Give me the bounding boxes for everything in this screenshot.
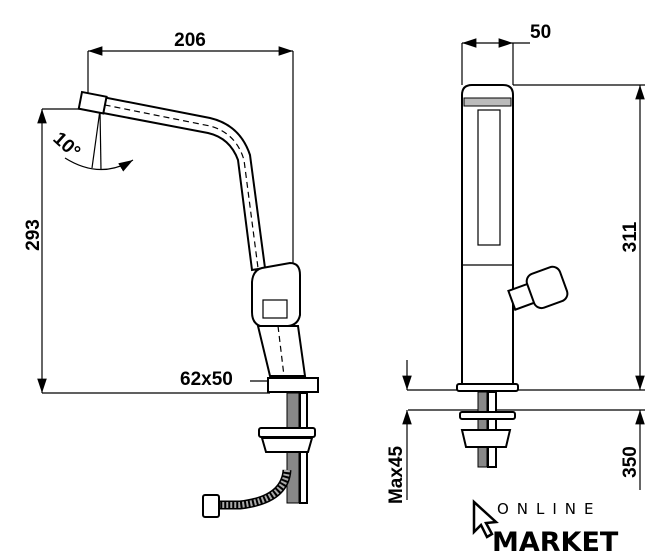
- dimension-350: 350: [408, 409, 645, 490]
- front-view: 50 311 350 Max45: [386, 22, 645, 504]
- dimension-50: 50: [461, 22, 551, 85]
- dimension-206: 206: [87, 30, 294, 395]
- logo-line-market: MARKET: [492, 527, 619, 557]
- base-size-label: 62x50: [180, 369, 233, 390]
- max-thickness-label: Max45: [386, 446, 407, 505]
- dimension-max45: Max45: [386, 360, 458, 504]
- side-view: 206 293 10° 62x50: [23, 30, 319, 518]
- dimension-293: 293: [23, 108, 270, 394]
- width-label: 206: [174, 30, 206, 51]
- dimension-311: 311: [513, 84, 645, 391]
- logo-line-online: ONLINE: [497, 500, 602, 518]
- height-label: 293: [23, 219, 44, 251]
- front-width-label: 50: [530, 22, 551, 43]
- dimension-angle: 10°: [49, 109, 134, 172]
- online-market-logo: ONLINE MARKET: [472, 499, 619, 557]
- angle-label: 10°: [49, 128, 84, 163]
- front-height-label: 311: [620, 221, 641, 252]
- hose-length-label: 350: [620, 446, 641, 478]
